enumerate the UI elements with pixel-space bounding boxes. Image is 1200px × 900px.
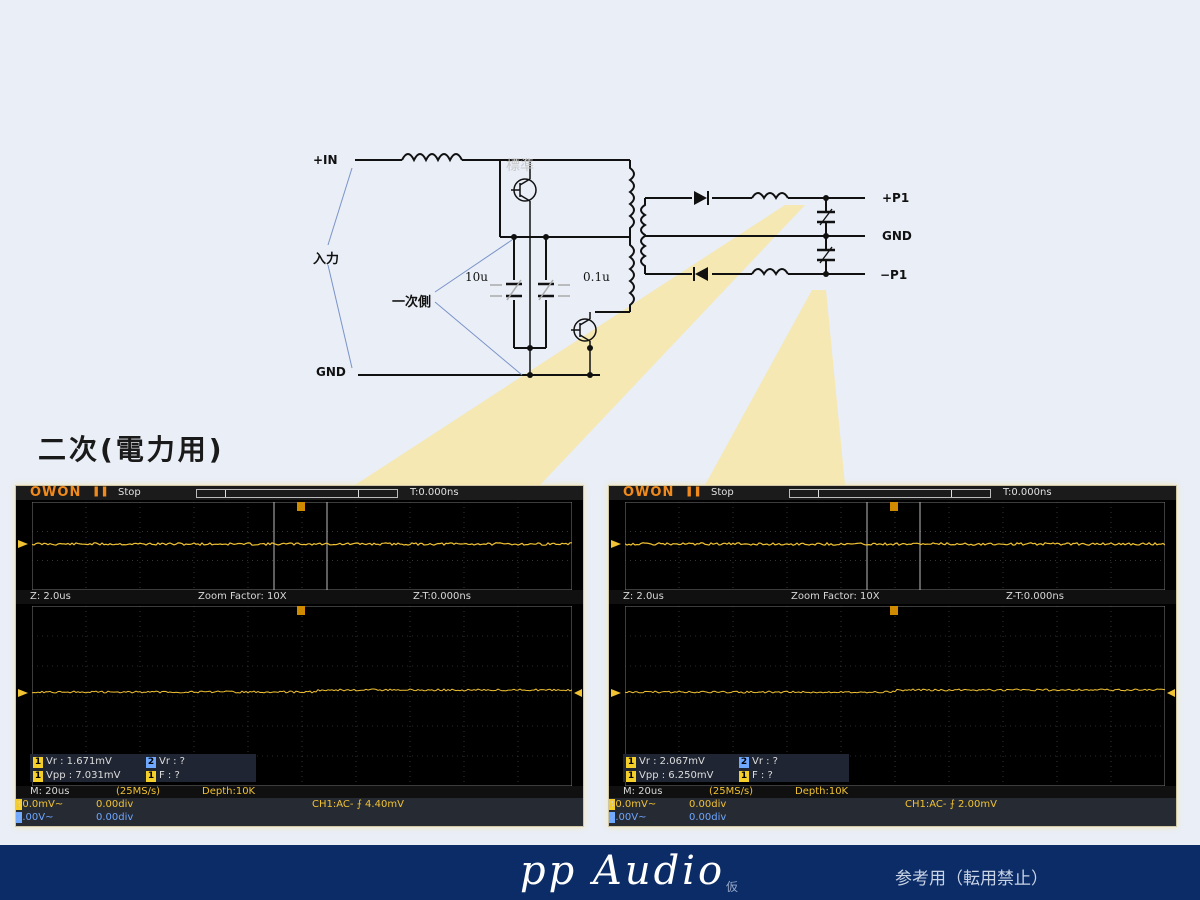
- input-gnd-label: GND: [316, 365, 346, 379]
- memory-window: [789, 489, 991, 498]
- ch1-marker-upper: [611, 540, 621, 548]
- timebase: M: 20us: [30, 786, 70, 797]
- cap-0p1u-label: 0.1u: [583, 270, 610, 284]
- footer-brand: pp Audio: [520, 848, 726, 894]
- ch2-offset: 0.00div: [96, 812, 134, 823]
- section-title: 二次(電力用): [38, 433, 225, 466]
- trigger-marker: [890, 606, 898, 615]
- ch1-marker-lower: [18, 689, 28, 697]
- timebase-row: M: 20us (25MS/s) Depth:10K: [16, 786, 583, 798]
- zoom-time: Z: 2.0us: [623, 591, 664, 602]
- run-state: Stop: [118, 487, 141, 498]
- timebase-row: M: 20us (25MS/s) Depth:10K: [609, 786, 1176, 798]
- trigger-marker: [890, 502, 898, 511]
- trigger-marker: [297, 606, 305, 615]
- overview-waveform-area: [32, 502, 572, 590]
- trigger-position: T:0.000ns: [1003, 487, 1052, 498]
- trigger-setting: CH1:AC- ⨍ 4.40mV: [312, 799, 404, 810]
- trigger-position: T:0.000ns: [410, 487, 459, 498]
- output-minus-label: −P1: [880, 268, 908, 282]
- transformer-primary-upper: [628, 160, 635, 237]
- sample-rate: (25MS/s): [709, 786, 754, 797]
- transformer-secondary-lower: [640, 235, 647, 274]
- zoom-waveform-area: [32, 606, 572, 786]
- footer-bar: [0, 845, 1200, 900]
- zoom-factor: Zoom Factor: 10X: [791, 591, 880, 602]
- diode-minus: [695, 267, 708, 281]
- pause-icon: ❚❚: [92, 486, 109, 497]
- run-state: Stop: [711, 487, 734, 498]
- ch1-offset: 0.00div: [689, 799, 727, 810]
- ch1-trace-zoom: [32, 688, 572, 694]
- pause-icon: ❚❚: [685, 486, 702, 497]
- input-label: 入力: [313, 252, 340, 267]
- scope-brand-logo: OWON: [623, 485, 675, 500]
- highlight-beam-left: [355, 205, 805, 485]
- watermark-label: 標準: [506, 158, 534, 174]
- ch1-trace-overview: [625, 541, 1165, 546]
- input-inductor: [401, 153, 463, 163]
- output-inductor-minus: [751, 268, 789, 276]
- zoom-t: Z-T:0.000ns: [1006, 591, 1064, 602]
- trigger-level-marker: [1167, 689, 1175, 697]
- output-plus-label: +P1: [882, 191, 910, 205]
- ch1-trace-overview: [32, 542, 572, 547]
- trigger-setting: CH1:AC- ⨍ 2.00mV: [905, 799, 997, 810]
- diode-plus: [694, 191, 707, 205]
- memory-depth: Depth:10K: [202, 786, 256, 797]
- zoom-factor: Zoom Factor: 10X: [198, 591, 287, 602]
- output-gnd-label: GND: [882, 229, 912, 243]
- ch1-marker-upper: [18, 540, 28, 548]
- primary-side-label: 一次側: [392, 295, 432, 310]
- timebase: M: 20us: [623, 786, 663, 797]
- oscilloscope-right: OWON ❚❚ Stop T:0.000ns Z: 2.0us Zoom Fac…: [608, 485, 1177, 827]
- grid-frame: [32, 502, 572, 590]
- input-plus-label: +IN: [313, 153, 338, 167]
- scope-top-bar: [16, 486, 583, 500]
- ch2-offset: 0.00div: [689, 812, 727, 823]
- output-inductor-plus: [751, 192, 789, 200]
- ch1-offset: 0.00div: [96, 799, 134, 810]
- transformer-primary-lower: [628, 237, 635, 312]
- scope-top-bar: [609, 486, 1176, 500]
- trigger-marker: [297, 502, 305, 511]
- sample-rate: (25MS/s): [116, 786, 161, 797]
- trigger-level-marker: [574, 689, 582, 697]
- zoom-info-row: Z: 2.0us Zoom Factor: 10X Z-T:0.000ns: [609, 590, 1176, 604]
- overview-waveform-area: [625, 502, 1165, 590]
- zoom-t: Z-T:0.000ns: [413, 591, 471, 602]
- highlight-beam-right: [705, 290, 845, 485]
- usage-notice: 参考用（転用禁止）: [895, 869, 1048, 889]
- oscilloscope-left: OWON ❚❚ Stop T:0.000ns Z: 2.0us Zoom Fac…: [15, 485, 584, 827]
- ch1-trace-zoom: [625, 688, 1165, 694]
- transformer-secondary-upper: [640, 198, 647, 236]
- zoom-time: Z: 2.0us: [30, 591, 71, 602]
- ch1-marker-lower: [611, 689, 621, 697]
- zoom-info-row: Z: 2.0us Zoom Factor: 10X Z-T:0.000ns: [16, 590, 583, 604]
- draft-mark: 仮: [726, 880, 739, 894]
- circuit-diagram: [327, 153, 865, 378]
- memory-window: [196, 489, 398, 498]
- grid-frame: [625, 502, 1165, 590]
- memory-depth: Depth:10K: [795, 786, 849, 797]
- cap-10u-label: 10u: [465, 270, 488, 284]
- scope-brand-logo: OWON: [30, 485, 82, 500]
